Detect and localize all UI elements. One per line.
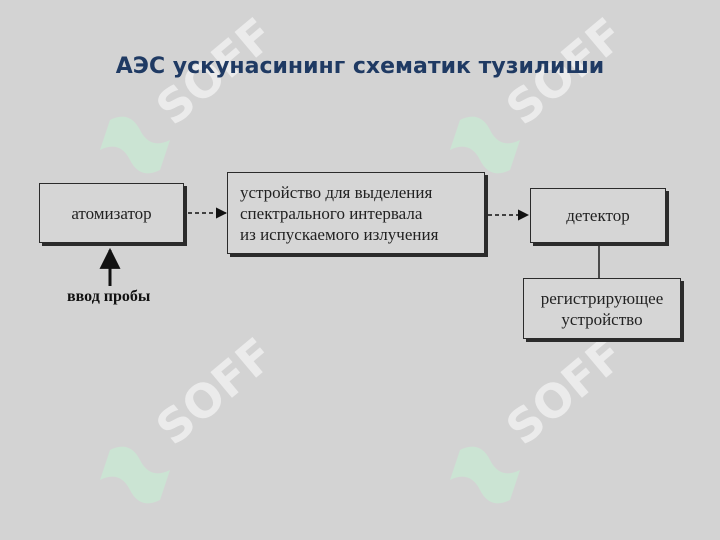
probe-input-label: ввод пробы	[67, 288, 151, 305]
node-recorder-line-1: регистрирующее	[540, 288, 664, 308]
page-title: АЭС ускунасининг схематик тузилиши	[115, 54, 605, 79]
soff-watermark-icon: SOFF	[100, 7, 284, 174]
node-spectral-device: устройство для выделения спектрального и…	[227, 172, 485, 254]
soff-watermark-icon: SOFF	[100, 327, 284, 504]
node-spectral-line-1: устройство для выделения	[240, 182, 433, 202]
node-spectral-line-3: из испускаемого излучения	[240, 224, 439, 244]
soff-watermark-icon: SOFF	[450, 327, 634, 504]
node-atomizer-label: атомизатор	[71, 203, 152, 223]
node-spectral-line-2: спектрального интервала	[240, 203, 423, 223]
soff-watermark-icon: SOFF	[450, 7, 634, 174]
node-recorder-line-2: устройство	[561, 309, 643, 329]
node-detector: детектор	[530, 188, 666, 243]
node-detector-label: детектор	[566, 206, 630, 225]
node-atomizer: атомизатор	[39, 183, 184, 243]
node-recorder: регистрирующее устройство	[523, 278, 681, 339]
